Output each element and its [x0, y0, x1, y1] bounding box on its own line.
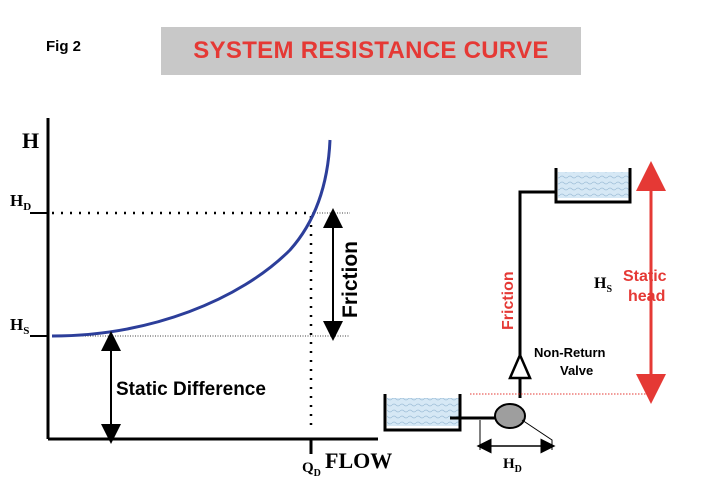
friction-label: Friction [339, 241, 362, 318]
qd-label: QD [302, 460, 321, 479]
non-return-valve-icon [508, 351, 532, 380]
valve-label: Non-Return Valve [534, 345, 609, 378]
schematic-friction-label: Friction [500, 271, 517, 330]
lower-tank-water [387, 398, 459, 426]
schematic-hd-label: HD [503, 456, 522, 475]
hs-label: HS [10, 315, 29, 337]
lower-tank [383, 394, 462, 432]
discharge-pipe [518, 190, 556, 398]
system-resistance-curve [51, 139, 332, 338]
hd-label: HD [10, 191, 31, 213]
upper-tank [554, 168, 632, 204]
fig-label: Fig 2 [46, 38, 82, 55]
static-head-label: Static head [623, 268, 671, 305]
figure-title: SYSTEM RESISTANCE CURVE [161, 27, 581, 75]
static-difference-label: Static Difference [116, 379, 266, 400]
schematic-hs-label: HS [594, 275, 612, 295]
figure-title-text: SYSTEM RESISTANCE CURVE [193, 37, 549, 64]
pump-icon [494, 403, 526, 429]
x-axis-label: FLOW [325, 448, 392, 473]
y-axis-label: H [22, 128, 39, 153]
upper-tank-water [558, 172, 630, 198]
